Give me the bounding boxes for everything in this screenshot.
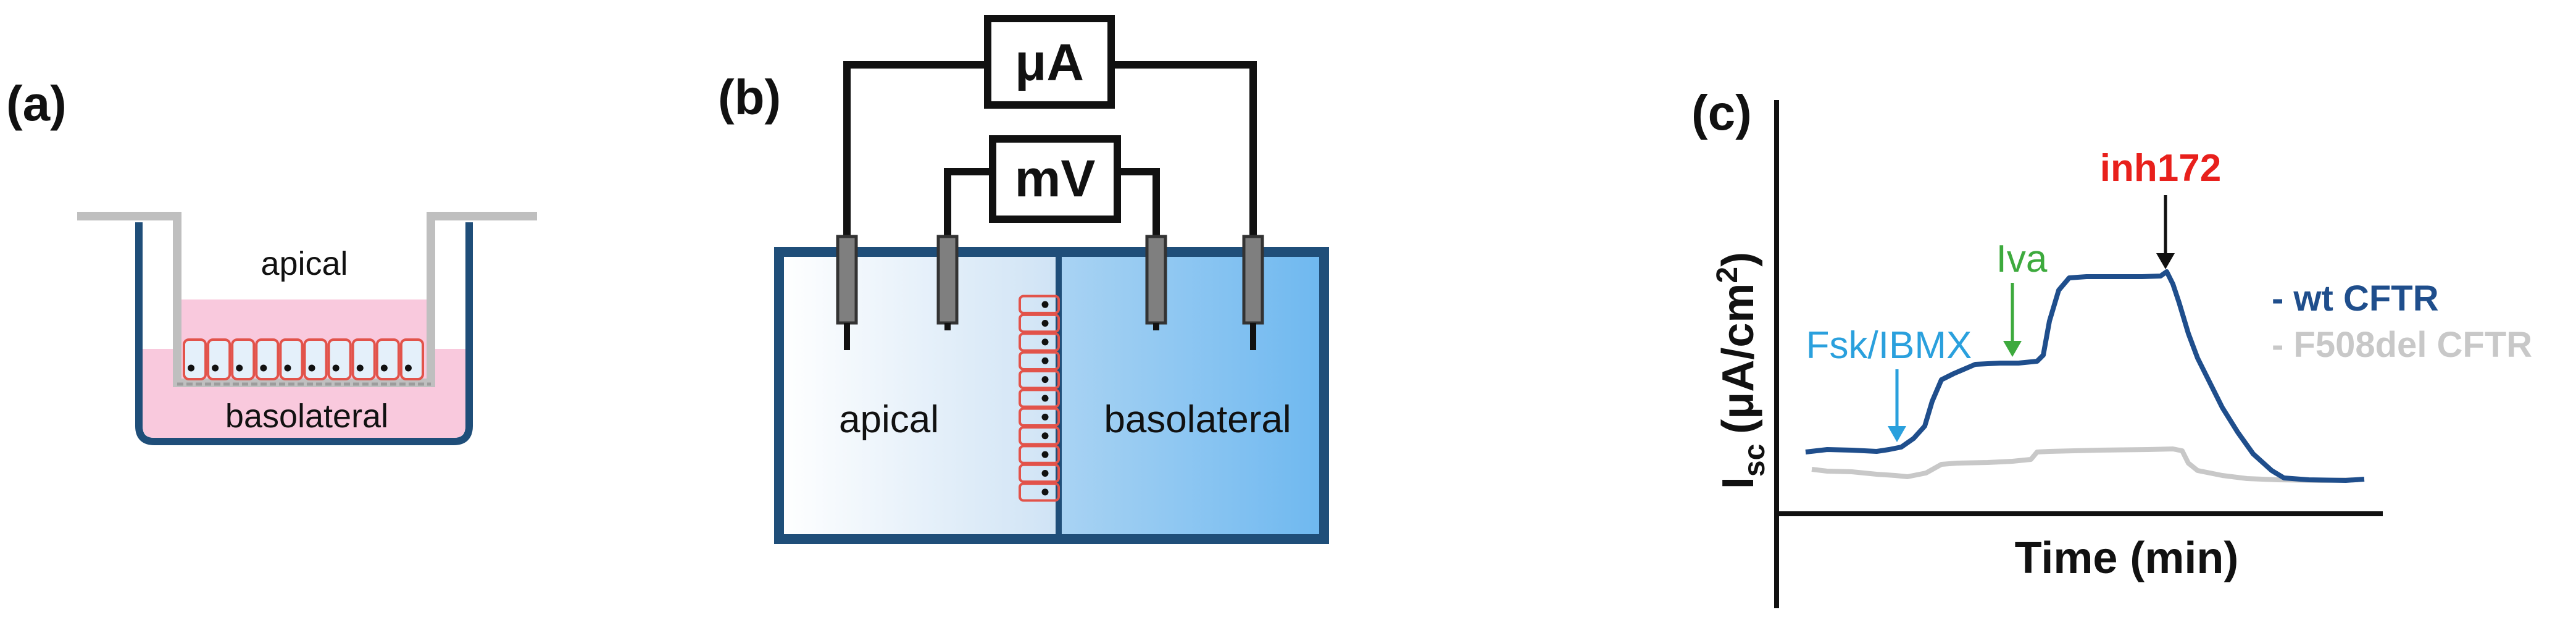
nucleus-b	[1041, 451, 1049, 458]
cell-b	[1019, 369, 1060, 390]
nucleus-a	[308, 364, 315, 372]
apical-label-a: apical	[261, 245, 348, 282]
cell-a	[279, 338, 304, 380]
electrode-apical-voltage	[936, 235, 959, 330]
epithelial-cells-a	[183, 338, 425, 380]
well-outline	[135, 222, 473, 445]
nucleus-b	[1041, 413, 1049, 421]
cell-a	[303, 338, 328, 380]
cell-b	[1019, 463, 1060, 484]
voltmeter-box	[989, 135, 1121, 223]
legend-wt-cftr: - wt CFTR	[2272, 278, 2439, 319]
x-axis-label: Time (min)	[2015, 534, 2239, 583]
voltmeter-label: mV	[1015, 149, 1096, 207]
nucleus-a	[404, 364, 412, 372]
nucleus-a	[212, 364, 219, 372]
cell-b	[1019, 482, 1060, 502]
basolateral-label-b: basolateral	[1104, 398, 1291, 441]
panel-a-label: (a)	[6, 76, 67, 131]
electrode-basolateral-voltage	[1145, 235, 1167, 330]
cell-a	[351, 338, 376, 380]
nucleus-a	[356, 364, 364, 372]
iva-label: Iva	[1996, 238, 2048, 280]
ussing-chamber-frame	[774, 247, 1329, 544]
cell-a	[255, 338, 280, 380]
nucleus-b	[1041, 469, 1049, 477]
cell-b	[1019, 426, 1060, 446]
cell-a	[327, 338, 352, 380]
panel-c: (c) Isc(μA/cm2) Time (min) Fsk/IBMX Iva …	[1691, 85, 2532, 608]
nucleus-a	[260, 364, 267, 372]
basolateral-chamber	[1059, 252, 1324, 539]
cell-b	[1019, 313, 1060, 333]
nucleus-b	[1041, 357, 1049, 364]
ammeter-circuit	[843, 61, 1257, 237]
f508del-trace	[1811, 446, 2359, 483]
nucleus-a	[236, 364, 243, 372]
fsk-ibmx-arrow	[1888, 369, 1906, 442]
panel-b-label: (b)	[718, 70, 781, 125]
nucleus-a	[188, 364, 195, 372]
apical-chamber	[779, 252, 1059, 539]
cell-b	[1019, 445, 1060, 464]
legend-f508del-cftr: - F508del CFTR	[2272, 325, 2532, 365]
cell-a	[183, 338, 207, 380]
panel-b: (b) μA mV apical	[718, 15, 1329, 544]
wt-cftr-trace	[1805, 269, 2365, 483]
electrode-apical-current	[836, 235, 858, 350]
epithelial-cells-b	[1019, 295, 1060, 502]
basolateral-label-a: basolateral	[225, 398, 388, 435]
cell-b	[1019, 407, 1060, 427]
cell-a	[399, 338, 425, 380]
nucleus-b	[1041, 301, 1049, 308]
voltmeter-circuit	[944, 168, 1160, 237]
cell-a	[231, 338, 256, 380]
ammeter-box	[984, 15, 1115, 109]
apical-label-b: apical	[839, 398, 939, 441]
nucleus-a	[380, 364, 388, 372]
nucleus-b	[1041, 338, 1049, 346]
nucleus-a	[284, 364, 291, 372]
inh172-label: inh172	[2100, 147, 2221, 190]
nucleus-b	[1041, 376, 1049, 383]
cell-a	[375, 338, 400, 380]
ammeter-label: μA	[1015, 33, 1084, 91]
panel-a: (a) apical basolateral	[6, 76, 537, 445]
cell-a	[207, 338, 231, 380]
nucleus-b	[1041, 432, 1049, 440]
cell-b	[1019, 332, 1060, 352]
cell-b	[1019, 388, 1060, 408]
fsk-ibmx-label: Fsk/IBMX	[1806, 324, 1972, 367]
nucleus-b	[1041, 395, 1049, 402]
panel-c-label: (c)	[1691, 85, 1752, 140]
transwell-insert	[77, 212, 537, 387]
nucleus-b	[1041, 488, 1049, 496]
electrode-basolateral-current	[1242, 235, 1264, 350]
cell-b	[1019, 351, 1060, 371]
y-axis-label: Isc(μA/cm2)	[1711, 252, 1771, 489]
nucleus-a	[332, 364, 340, 372]
cell-b	[1019, 295, 1060, 314]
inh172-arrow	[2156, 195, 2175, 269]
iva-arrow	[2003, 283, 2022, 357]
nucleus-b	[1041, 320, 1049, 327]
